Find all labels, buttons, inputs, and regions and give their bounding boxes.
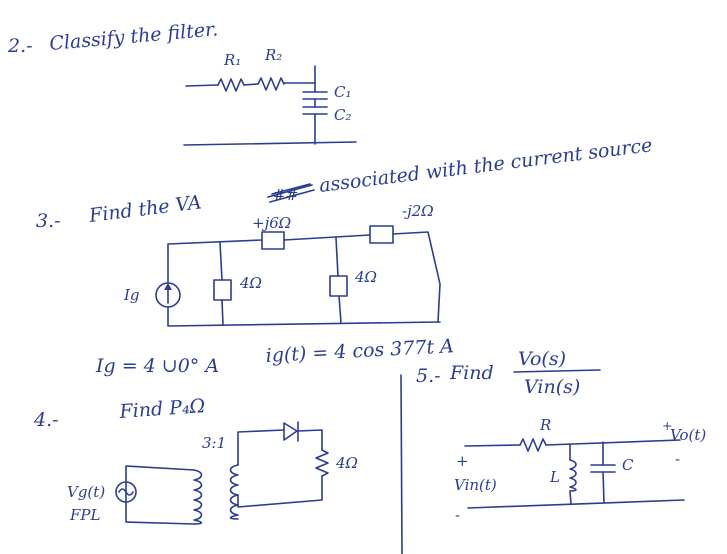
problem-2-circuit: R₁ R₂ C₁ C₂ bbox=[183, 46, 357, 146]
c1-label: C₁ bbox=[334, 83, 352, 101]
load-label: 4Ω bbox=[335, 454, 358, 472]
wire bbox=[237, 429, 285, 466]
transfer-denominator: Vin(s) bbox=[524, 376, 580, 398]
capacitor-c bbox=[590, 464, 616, 473]
diode-triangle bbox=[283, 422, 298, 441]
c2-label: C₂ bbox=[334, 106, 352, 124]
wire bbox=[392, 231, 441, 323]
problem-4: 4.- Find P₄Ω 3:1 4Ω Vg(t) FPL bbox=[33, 395, 358, 525]
ig-label: Ig bbox=[123, 286, 140, 304]
ground-wire bbox=[183, 141, 357, 146]
impedance-j6 bbox=[261, 231, 285, 250]
problem-3-prompt-start: Find the VA bbox=[87, 191, 203, 227]
problem-2-number: 2.- bbox=[7, 35, 33, 57]
problem-5: 5.- Find Vo(s) Vin(s) R L C + Vin(t) - +… bbox=[416, 348, 706, 524]
turns-ratio: 3:1 bbox=[202, 434, 226, 452]
source-arrow-head bbox=[164, 283, 172, 290]
bottom-wire bbox=[167, 306, 441, 327]
wire bbox=[464, 444, 521, 447]
wire bbox=[545, 439, 681, 446]
problem-3-prompt-end: associated with the current source bbox=[318, 134, 654, 197]
wire bbox=[185, 84, 219, 87]
problem-3-circuit: +j6Ω -j2Ω 4Ω 4Ω Ig bbox=[123, 202, 441, 327]
strikethrough-scribble: ## bbox=[267, 183, 315, 204]
wire bbox=[569, 490, 572, 505]
c-label: C bbox=[622, 456, 634, 474]
resistor-4-ohm-right bbox=[329, 275, 348, 297]
time-equation: ig(t) = 4 cos 377t A bbox=[265, 335, 454, 367]
resistor-r1 bbox=[217, 78, 245, 92]
problem-3-number: 3.- bbox=[36, 210, 61, 232]
fraction-bar bbox=[513, 369, 601, 373]
primary-coil bbox=[193, 469, 203, 525]
vg-label: Vg(t) bbox=[67, 483, 105, 501]
problem-2-prompt: Classify the filter. bbox=[49, 18, 219, 55]
z-minus-j2-label: -j2Ω bbox=[402, 202, 434, 220]
r2-label: R₂ bbox=[264, 46, 282, 64]
input-plus: + bbox=[456, 452, 469, 470]
phasor-equation: Ig = 4 ∪0° A bbox=[95, 355, 219, 377]
impedance-minus-j2 bbox=[369, 225, 394, 244]
problem-5-number: 5.- bbox=[416, 365, 441, 387]
wire bbox=[237, 475, 323, 508]
secondary-coil bbox=[229, 464, 239, 520]
problem-5-prompt: Find bbox=[449, 362, 494, 384]
fpl-label: FPL bbox=[69, 506, 101, 524]
r1-label: R₁ bbox=[223, 51, 241, 69]
output-plus: + bbox=[662, 418, 672, 433]
voltage-source bbox=[115, 481, 137, 503]
ac-symbol bbox=[118, 488, 134, 496]
divider-line bbox=[400, 374, 403, 554]
transfer-numerator: Vo(s) bbox=[518, 348, 566, 370]
problem-5-circuit: R L C + Vin(t) - + Vo(t) - bbox=[454, 416, 706, 524]
vo-label: Vo(t) bbox=[670, 426, 706, 444]
wire bbox=[283, 234, 371, 241]
wire bbox=[221, 299, 224, 326]
r-right-label: 4Ω bbox=[354, 268, 377, 286]
resistor-4-ohm-left bbox=[213, 279, 232, 301]
wire bbox=[167, 239, 263, 284]
l-label: L bbox=[549, 468, 560, 486]
r-left-label: 4Ω bbox=[239, 274, 262, 292]
problem-3: 3.- Find the VA ## associated with the c… bbox=[36, 134, 654, 377]
inductor-l bbox=[569, 459, 577, 492]
problem-4-prompt: Find P₄Ω bbox=[118, 395, 206, 423]
z-j6-label: +j6Ω bbox=[252, 214, 291, 232]
wire bbox=[602, 471, 605, 503]
problem-4-circuit: 4Ω Vg(t) FPL bbox=[67, 421, 358, 525]
resistor-r bbox=[519, 438, 547, 452]
ground-wire bbox=[467, 499, 685, 509]
wire bbox=[335, 237, 339, 277]
output-minus: - bbox=[675, 450, 680, 468]
input-minus: - bbox=[455, 506, 460, 524]
wire bbox=[297, 429, 323, 451]
r-label: R bbox=[539, 416, 551, 434]
capacitor-c2 bbox=[302, 106, 328, 115]
problem-4-number: 4.- bbox=[33, 409, 59, 431]
resistor-4-ohm-load bbox=[315, 449, 329, 477]
scribble-strokes bbox=[267, 183, 315, 203]
primary-loop-wire bbox=[125, 465, 195, 525]
problem-2: 2.- Classify the filter. R₁ R₂ C₁ C₂ bbox=[7, 18, 357, 146]
wire bbox=[219, 242, 223, 281]
wire bbox=[243, 83, 259, 86]
resistor-r2 bbox=[257, 77, 285, 91]
vin-label: Vin(t) bbox=[454, 476, 497, 494]
capacitor-c1 bbox=[302, 91, 328, 100]
wire bbox=[338, 295, 342, 324]
